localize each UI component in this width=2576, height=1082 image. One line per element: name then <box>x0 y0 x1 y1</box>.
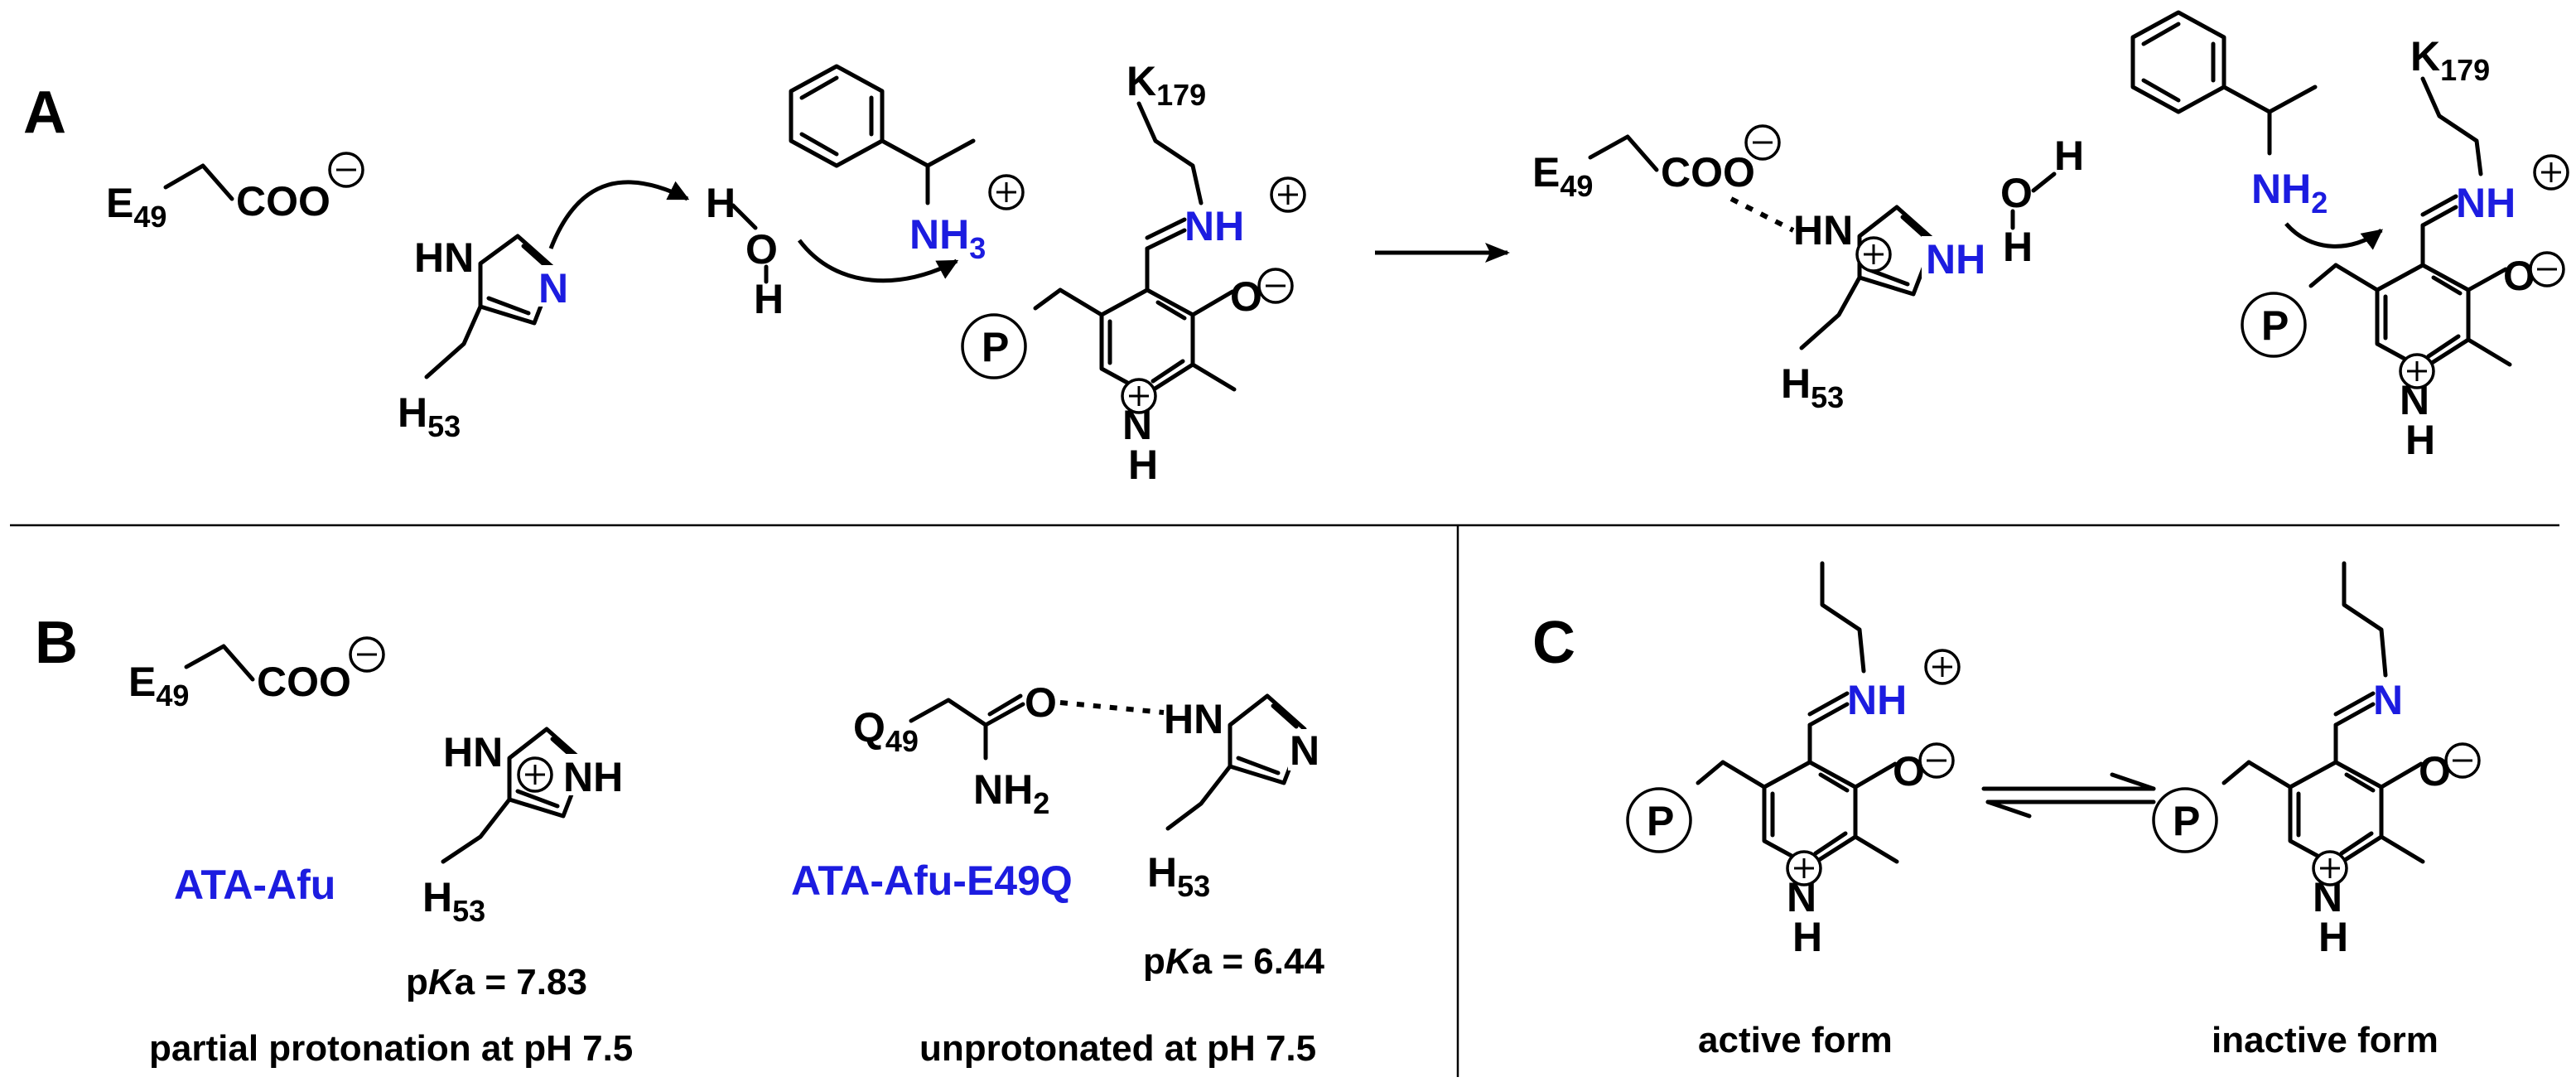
svg-text:H: H <box>2318 914 2348 960</box>
curved-arrow-product <box>2284 222 2383 250</box>
hydrogen-bond-b <box>1059 700 1165 715</box>
svg-text:H53: H53 <box>1781 360 1844 414</box>
water-molecule: H O H <box>706 180 784 322</box>
his53-imidazolium-product: HN NH H53 <box>1781 205 1988 414</box>
svg-text:H: H <box>1128 442 1158 488</box>
svg-text:P: P <box>1647 798 1674 844</box>
wt-glu49: E49 COO <box>128 636 385 712</box>
enzyme-mutant-name: ATA-Afu-E49Q <box>791 857 1073 904</box>
svg-text:O: O <box>745 226 778 273</box>
svg-text:H: H <box>2054 133 2084 179</box>
svg-text:NH: NH <box>1926 236 1985 283</box>
svg-text:O: O <box>2503 253 2535 299</box>
svg-text:NH: NH <box>2456 180 2516 226</box>
panel-c: C NH O P N H <box>1532 561 2481 1060</box>
svg-text:K179: K179 <box>2410 33 2490 87</box>
svg-text:O: O <box>1230 273 1262 320</box>
inactive-form: N O P N H inactive form <box>2152 561 2481 1060</box>
panel-a: A E49 COO HN N H53 H O <box>23 58 1510 488</box>
svg-text:O: O <box>1025 679 1057 726</box>
svg-text:H53: H53 <box>1147 849 1210 903</box>
panel-b: B E49 COO HN NH H53 ATA-Afu pKa = 7.83 p… <box>35 610 1324 1069</box>
curved-arrow-his-to-water <box>548 180 690 249</box>
svg-text:HN: HN <box>443 729 503 775</box>
lys-label: K179 <box>1126 58 1206 112</box>
svg-text:NH: NH <box>563 754 623 800</box>
hydrogen-bond-a <box>1729 196 1795 233</box>
active-form-caption: active form <box>1698 1020 1893 1060</box>
caption-mutant: unprotonated at pH 7.5 <box>919 1028 1316 1069</box>
his-hn-label: HN <box>414 234 474 281</box>
svg-text:N: N <box>2373 677 2403 723</box>
caption-wt: partial protonation at pH 7.5 <box>149 1028 633 1069</box>
panel-a-label: A <box>23 80 66 146</box>
svg-text:NH: NH <box>1847 677 1907 723</box>
svg-text:H: H <box>706 180 736 226</box>
svg-text:COO: COO <box>1661 149 1755 196</box>
svg-text:Q49: Q49 <box>853 704 919 758</box>
svg-text:COO: COO <box>257 659 351 705</box>
svg-text:E49: E49 <box>1532 149 1593 203</box>
water-molecule-product: O H H <box>2000 133 2084 270</box>
svg-text:NH2: NH2 <box>2251 166 2328 220</box>
his-n-label: N <box>538 265 568 312</box>
panel-b-label: B <box>35 610 78 676</box>
svg-text:O: O <box>2000 170 2033 216</box>
svg-text:H53: H53 <box>422 874 485 928</box>
svg-text:P: P <box>2173 798 2200 844</box>
panel-a-product: E49 COO HN NH H53 O H H <box>1532 10 2569 463</box>
mutant-his53: HN N H53 <box>1147 693 1321 903</box>
amine-label: NH3 <box>909 211 986 265</box>
enzyme-wt-name: ATA-Afu <box>174 862 335 908</box>
phenylethylammonium: NH3 <box>789 64 1025 265</box>
wt-his53: HN NH H53 <box>422 727 630 928</box>
curved-arrow-water-to-amine <box>798 239 959 283</box>
plp-aldimine-a-product: K179 NH O P N H <box>2241 33 2569 463</box>
plp-aldimine-a: K179 NH O P N H <box>961 58 1306 488</box>
his53-imidazole: HN N H53 <box>398 234 572 443</box>
his-label: H53 <box>398 389 461 443</box>
svg-text:NH2: NH2 <box>973 766 1049 820</box>
glu49-carboxylate: E49 COO <box>106 152 364 234</box>
pka-wt: pKa = 7.83 <box>406 962 587 1002</box>
svg-text:H: H <box>1792 914 1822 960</box>
svg-text:HN: HN <box>1793 207 1853 254</box>
mutant-gln49: Q49 O NH2 <box>853 679 1057 820</box>
svg-text:H: H <box>2003 224 2033 270</box>
imine-label: NH <box>1184 203 1244 249</box>
svg-text:E49: E49 <box>128 659 189 712</box>
active-form: NH O P N H active form <box>1626 561 1961 1060</box>
svg-text:H: H <box>2405 417 2435 463</box>
svg-text:HN: HN <box>1164 696 1223 742</box>
panel-c-label: C <box>1532 610 1575 676</box>
pka-mutant: pKa = 6.44 <box>1143 941 1324 982</box>
svg-text:H: H <box>754 276 784 322</box>
svg-text:P: P <box>2261 302 2289 349</box>
svg-text:P: P <box>982 324 1009 370</box>
svg-text:N: N <box>1290 727 1319 774</box>
phenylethylamine-product: NH2 <box>2130 10 2328 220</box>
glu-label: E49 <box>106 180 166 234</box>
inactive-form-caption: inactive form <box>2212 1020 2439 1060</box>
glu49-carboxylate-product: E49 COO <box>1532 124 1781 203</box>
carboxylate-label: COO <box>236 178 330 225</box>
equilibrium-arrows <box>1981 772 2156 819</box>
